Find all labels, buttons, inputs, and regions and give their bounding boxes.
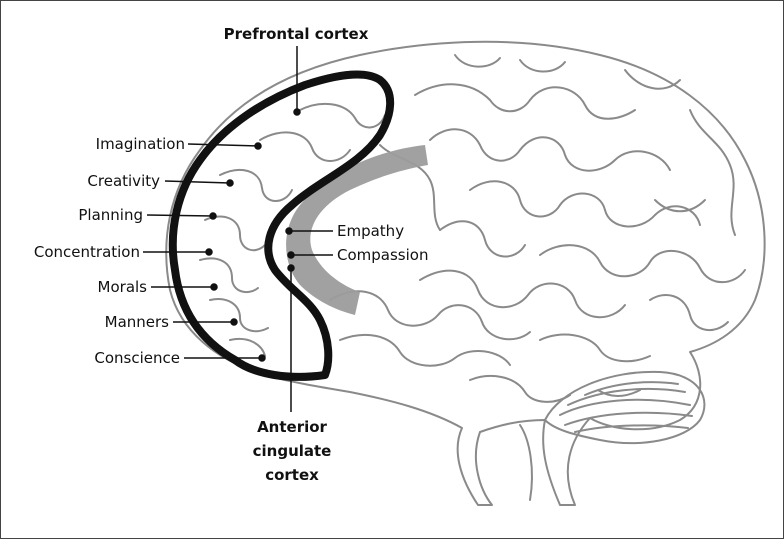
label-planning: Planning <box>78 206 143 224</box>
acc-label-line-1: Anterior <box>257 418 327 436</box>
cerebellum <box>545 372 704 443</box>
label-creativity: Creativity <box>87 172 160 190</box>
prefrontal-cortex-title: Prefrontal cortex <box>224 25 369 43</box>
label-empathy: Empathy <box>337 222 404 240</box>
label-imagination: Imagination <box>96 135 185 153</box>
brainstem <box>520 425 532 500</box>
label-compassion: Compassion <box>337 246 428 264</box>
label-conscience: Conscience <box>94 349 180 367</box>
acc-label-line-3: cortex <box>265 466 319 484</box>
label-manners: Manners <box>105 313 170 331</box>
label-concentration: Concentration <box>34 243 140 261</box>
label-morals: Morals <box>98 278 148 296</box>
acc-label-line-2: cingulate <box>253 442 332 460</box>
